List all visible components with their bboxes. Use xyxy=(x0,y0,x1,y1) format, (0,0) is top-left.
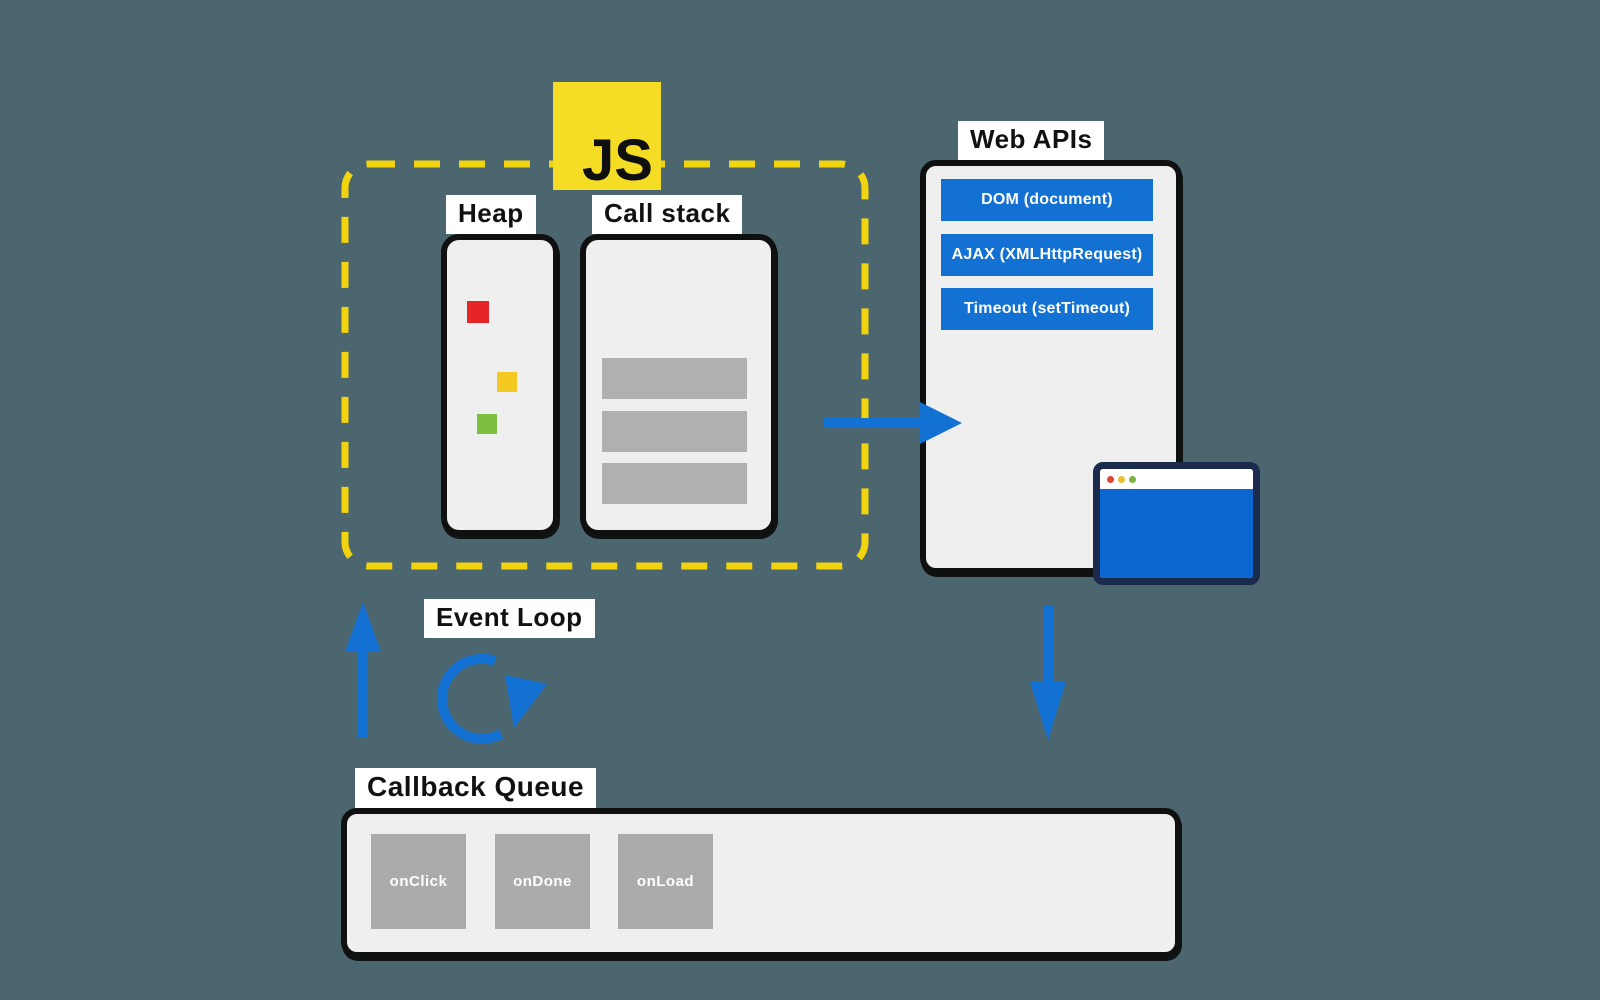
web-api-item-ajax: AJAX (XMLHttpRequest) xyxy=(941,234,1153,276)
arrow-to-call-stack-icon xyxy=(345,602,381,738)
web-apis-label: Web APIs xyxy=(958,121,1105,160)
arrow-to-callback-queue-icon xyxy=(1030,606,1066,740)
callback-queue-label: Callback Queue xyxy=(355,768,597,808)
browser-viewport xyxy=(1100,489,1253,578)
event-loop-label: Event Loop xyxy=(424,599,595,638)
heap-box xyxy=(441,234,559,536)
heap-object-green xyxy=(477,414,497,434)
stack-frame xyxy=(602,358,747,399)
js-logo-text: JS xyxy=(582,128,653,193)
event-loop-cycle-icon xyxy=(436,653,547,744)
heap-object-yellow xyxy=(497,372,517,392)
callback-item-onload: onLoad xyxy=(618,834,713,929)
js-logo: JS xyxy=(553,82,661,190)
callback-queue-box: onClick onDone onLoad xyxy=(341,808,1181,958)
heap-object-red xyxy=(467,301,489,323)
browser-dot-green-icon xyxy=(1129,475,1136,483)
stack-frame xyxy=(602,411,747,452)
web-api-item-dom: DOM (document) xyxy=(941,179,1153,221)
arrow-to-web-apis-icon xyxy=(824,402,962,444)
call-stack-label: Call stack xyxy=(592,195,743,234)
stack-frame xyxy=(602,463,747,504)
browser-window-icon xyxy=(1093,462,1260,585)
browser-dot-yellow-icon xyxy=(1118,475,1125,483)
browser-dot-red-icon xyxy=(1107,475,1114,483)
call-stack-box xyxy=(580,234,777,536)
web-api-item-timeout: Timeout (setTimeout) xyxy=(941,288,1153,330)
heap-label: Heap xyxy=(446,195,536,234)
browser-titlebar xyxy=(1100,469,1253,489)
callback-item-onclick: onClick xyxy=(371,834,466,929)
callback-item-ondone: onDone xyxy=(495,834,590,929)
